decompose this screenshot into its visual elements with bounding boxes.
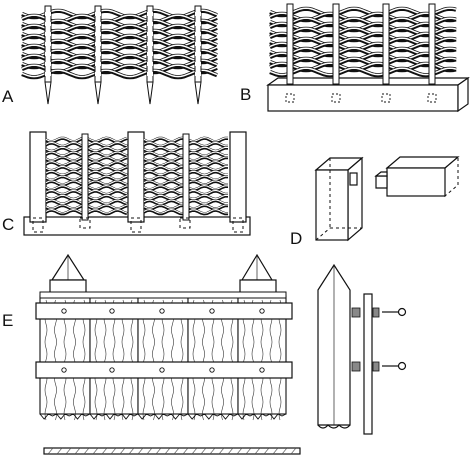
mortise-post (314, 156, 364, 242)
wattle-weave (45, 133, 228, 221)
frame-post-right (229, 131, 247, 223)
screw-top (382, 307, 407, 317)
panel-label-b: B (240, 85, 251, 104)
panel-label-e: E (2, 311, 13, 330)
wattle-weave (21, 8, 218, 80)
plan-view-strip (43, 447, 301, 455)
hidden-tenons (32, 217, 244, 233)
panel-b-hurdle-on-base: B (240, 3, 470, 113)
panel-d-mortise-and-tenon: D (290, 155, 460, 248)
panel-a-wattle-hurdle: A (2, 5, 218, 106)
tenon-beam (374, 155, 460, 198)
panel-c-framed-wattle: C (2, 131, 251, 236)
panel-label-a: A (2, 87, 14, 106)
spacer-block-bottom (351, 361, 361, 372)
frame-post-left (29, 131, 47, 223)
pointed-stakes (44, 5, 202, 105)
panel-e-board-fence: E (2, 253, 293, 421)
wattle-weave (269, 6, 457, 78)
screw-bottom (382, 361, 407, 371)
frame-post-middle (127, 131, 145, 223)
spacer-block-top (351, 307, 361, 318)
side-view-post-and-rail (317, 263, 407, 435)
wooden-base-beam (266, 3, 470, 113)
panel-label-c: C (2, 215, 14, 234)
horizontal-rails (35, 302, 293, 379)
panel-label-d: D (290, 229, 302, 248)
rail-section (363, 293, 373, 435)
